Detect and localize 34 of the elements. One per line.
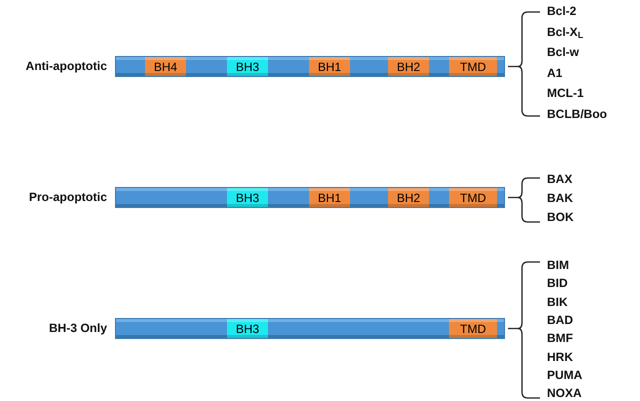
protein-name: BAX (547, 172, 572, 186)
protein-name: BID (547, 276, 568, 290)
protein-name: MCL-1 (547, 86, 584, 100)
protein-name: Bcl-2 (547, 4, 576, 18)
protein-bar (115, 318, 505, 339)
row-label: Pro-apoptotic (29, 190, 107, 204)
domain-segment: TMD (449, 188, 497, 207)
protein-name: BOK (547, 210, 574, 224)
domain-segment: BH3 (227, 57, 268, 76)
protein-bar (115, 187, 505, 208)
protein-bar (115, 56, 505, 77)
protein-name: Bcl-X$_{L}$ (547, 24, 584, 38)
protein-name: HRK (547, 350, 573, 364)
protein-name: BCLB/Boo (547, 106, 607, 120)
domain-segment: BH1 (309, 57, 350, 76)
protein-name: PUMA (547, 368, 582, 382)
domain-segment: BH4 (145, 57, 186, 76)
protein-name: BIK (547, 294, 568, 309)
domain-segment: TMD (449, 319, 497, 338)
row-label: BH-3 Only (48, 321, 107, 335)
domain-segment: BH2 (388, 57, 429, 76)
protein-name: NOXA (547, 386, 582, 400)
protein-name: BAK (547, 191, 573, 205)
domain-segment: BH3 (227, 319, 268, 338)
protein-name: BMF (547, 331, 573, 346)
protein-name: A1 (547, 66, 562, 80)
domain-segment: BH1 (309, 188, 350, 207)
domain-segment: BH3 (227, 188, 268, 207)
row-label: Anti-apoptotic (26, 59, 107, 73)
protein-name: Bcl-w (547, 45, 580, 59)
domain-segment: BH2 (388, 188, 429, 207)
protein-name: BIM (547, 258, 569, 272)
domain-segment: TMD (449, 57, 497, 76)
protein-name: BAD (547, 312, 573, 327)
